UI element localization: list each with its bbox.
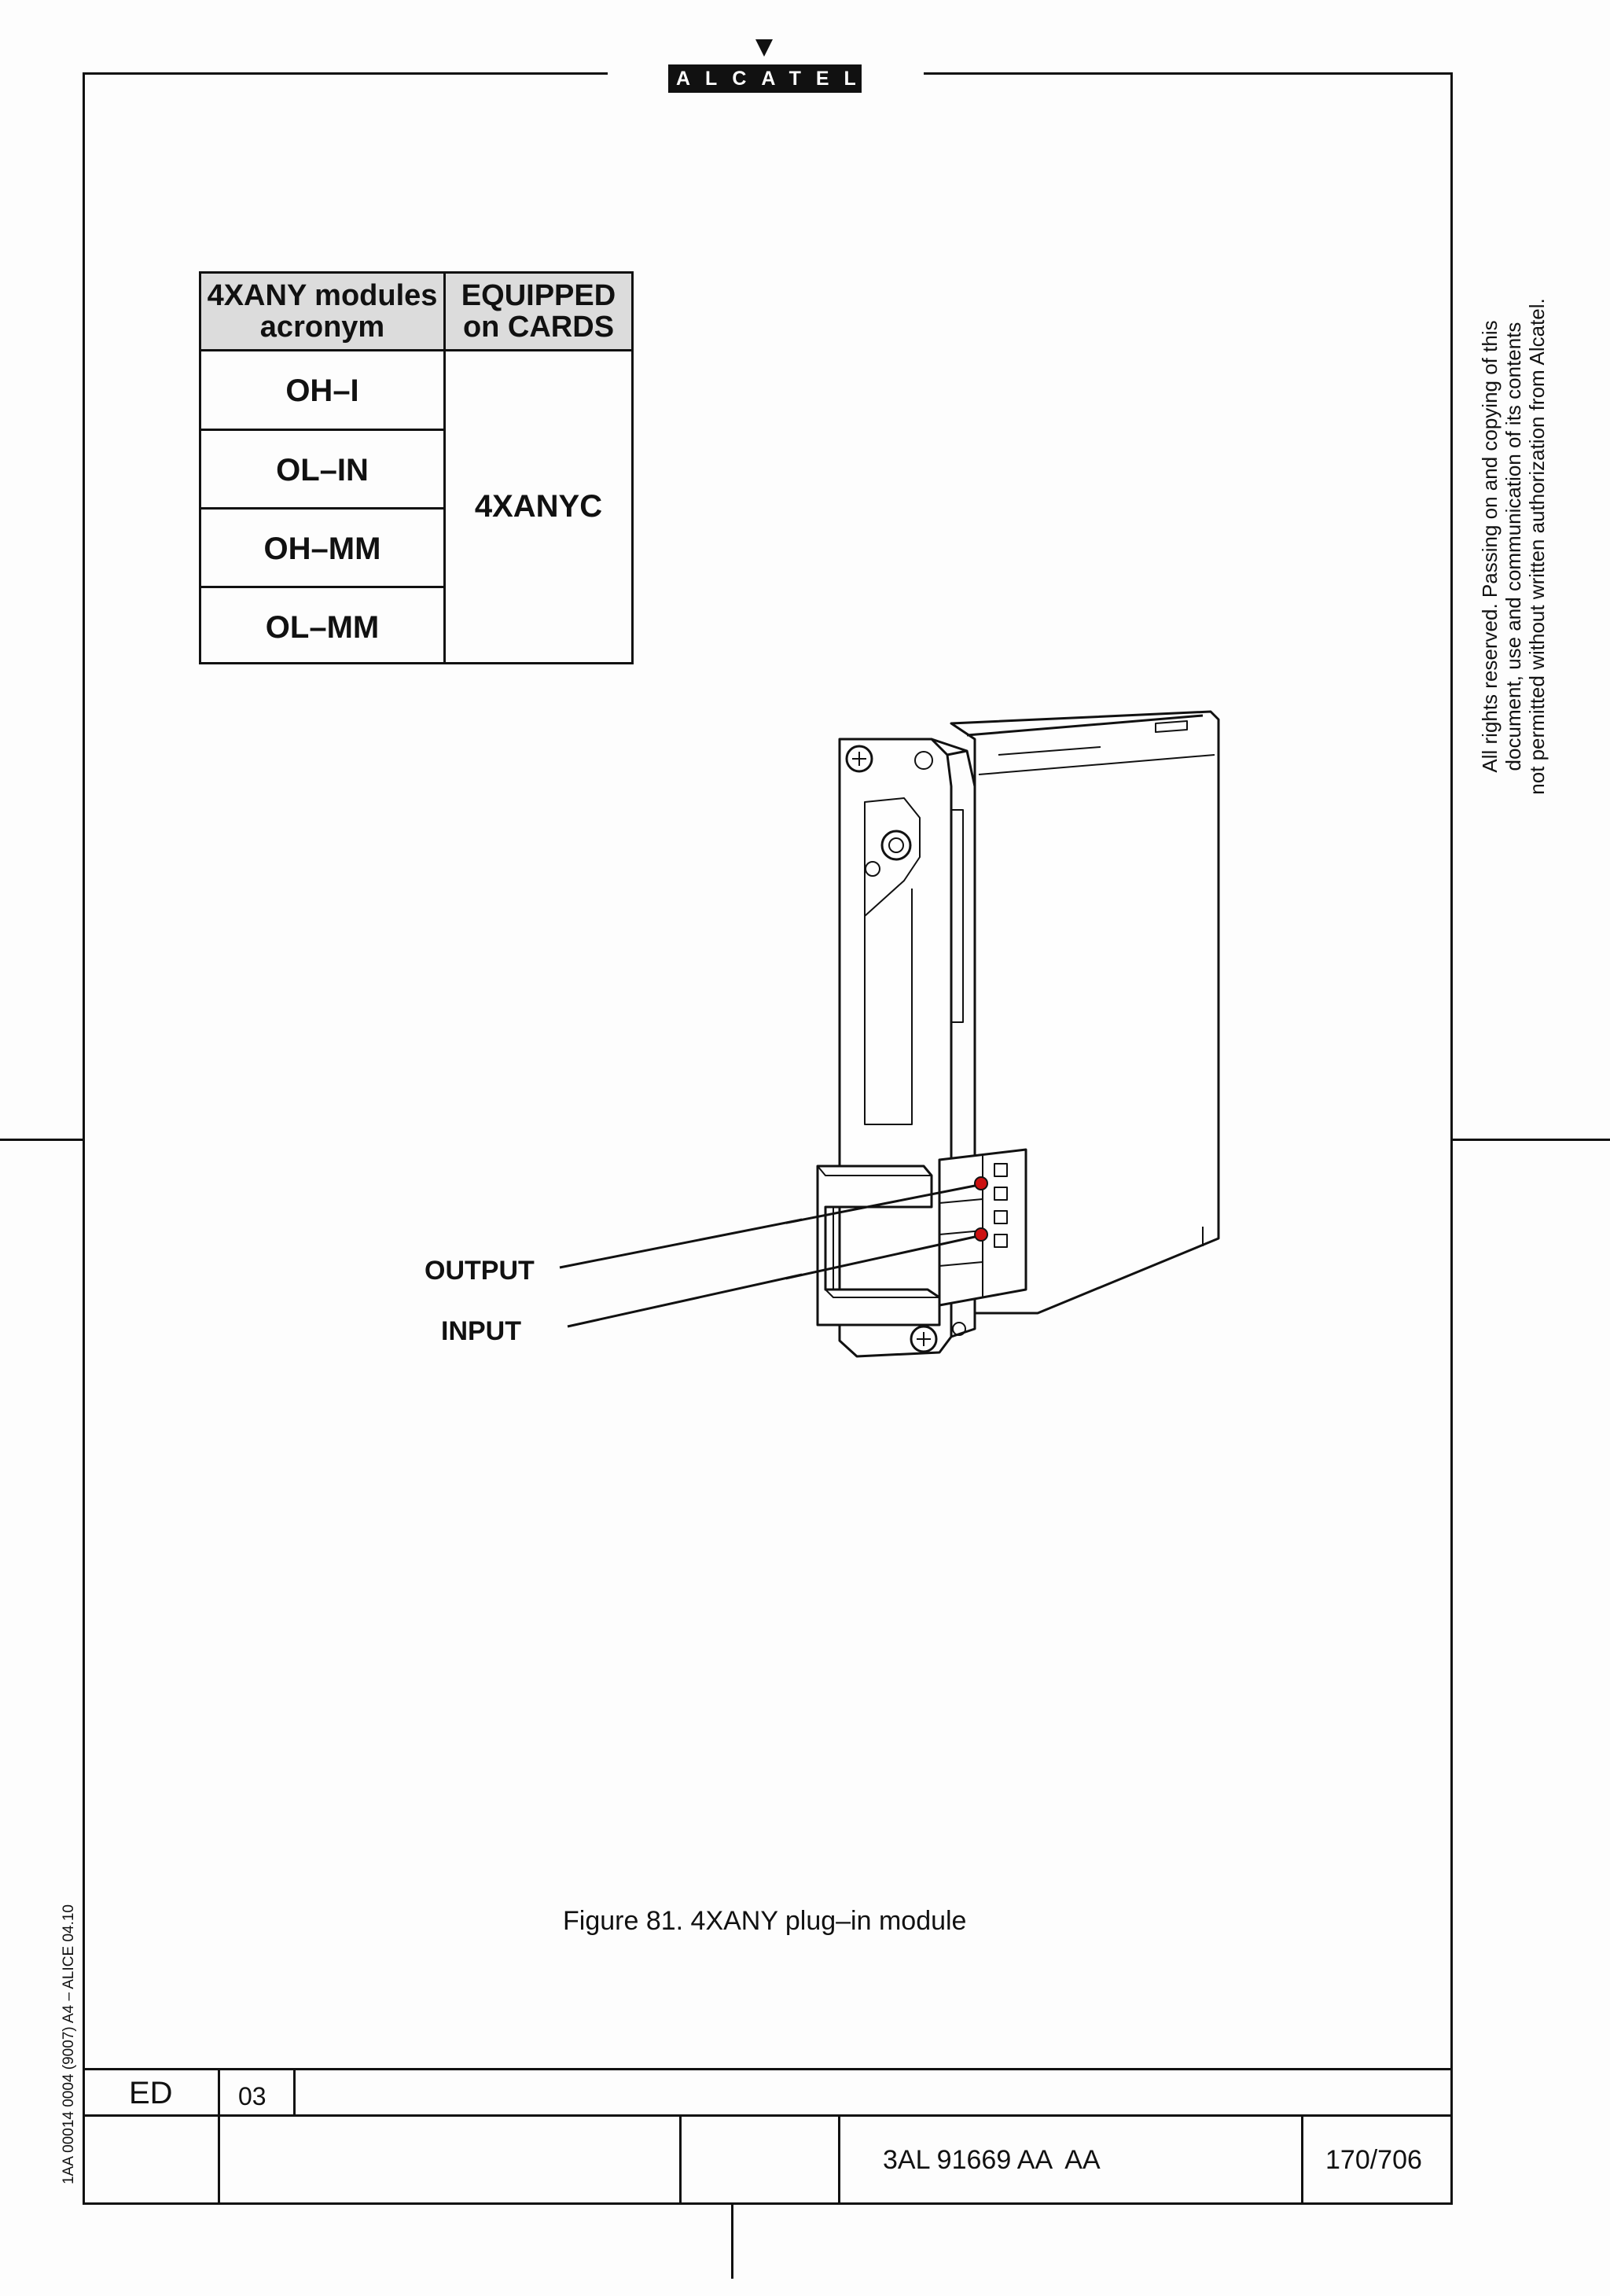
table-header-acronym-line2: acronym: [259, 311, 385, 344]
margin-mark-right: [1453, 1139, 1610, 1141]
footer-top-rule: [83, 2068, 1453, 2070]
table-header-acronym: 4XANY modules acronym: [201, 274, 443, 351]
copyright-line: All rights reserved. Passing on and copy…: [1478, 320, 1502, 773]
table-header-cards: EQUIPPED on CARDS: [443, 274, 631, 351]
table-cell-acronym: OH–I: [285, 373, 359, 408]
margin-mark-left: [0, 1139, 83, 1141]
frame-bottom: [83, 2202, 1453, 2205]
input-leader-line: [786, 1235, 976, 1280]
output-leader-line: [786, 1184, 976, 1224]
leader-lines: [559, 1218, 802, 1328]
document-number: 3AL 91669 AA AA: [883, 2145, 1101, 2175]
frame-top-left: [83, 72, 608, 75]
edition-value: 03: [238, 2082, 266, 2110]
frame-left: [83, 72, 85, 2205]
footer-divider: [838, 2114, 840, 2205]
table-header-cards-line2: on CARDS: [462, 311, 615, 344]
output-led: [974, 1176, 988, 1190]
frame-top-right: [924, 72, 1453, 75]
frame-right: [1450, 72, 1453, 2205]
acronym-table: 4XANY modules acronym EQUIPPED on CARDS …: [199, 271, 634, 664]
logo-arrow-icon: [755, 39, 773, 57]
footer-mid-rule: [83, 2114, 1453, 2117]
table-cell-card: 4XANYC: [443, 351, 631, 662]
copyright-line: document, use and communication of its c…: [1502, 322, 1525, 771]
alcatel-logo: ALCATEL: [668, 64, 862, 93]
output-label: OUTPUT: [425, 1256, 535, 1286]
figure-caption: Figure 81. 4XANY plug–in module: [563, 1906, 967, 1936]
table-cell-acronym: OL–MM: [201, 586, 443, 664]
footer-divider: [1301, 2114, 1303, 2205]
edition-label: ED: [129, 2076, 173, 2110]
plug-in-module-drawing: [786, 710, 1220, 1358]
copyright-notice: All rights reserved. Passing on and copy…: [1478, 153, 1549, 940]
table-header-cards-line1: EQUIPPED: [461, 279, 616, 312]
margin-mark-bottom: [731, 2205, 733, 2279]
page-number: 170/706: [1325, 2145, 1422, 2175]
copyright-line: not permitted without written authorizat…: [1525, 298, 1549, 795]
input-led: [974, 1227, 988, 1242]
table-header-acronym-line1: 4XANY modules: [207, 279, 438, 312]
footer-divider: [293, 2068, 296, 2114]
table-cell-acronym: OH–MM: [201, 507, 443, 586]
footer-divider: [218, 2068, 220, 2205]
form-reference: 1AA 00014 0004 (9007) A4 – ALICE 04.10: [61, 1904, 77, 2185]
input-label: INPUT: [441, 1316, 521, 1346]
footer-divider: [679, 2114, 682, 2205]
table-cell-acronym: OL–IN: [201, 429, 443, 507]
